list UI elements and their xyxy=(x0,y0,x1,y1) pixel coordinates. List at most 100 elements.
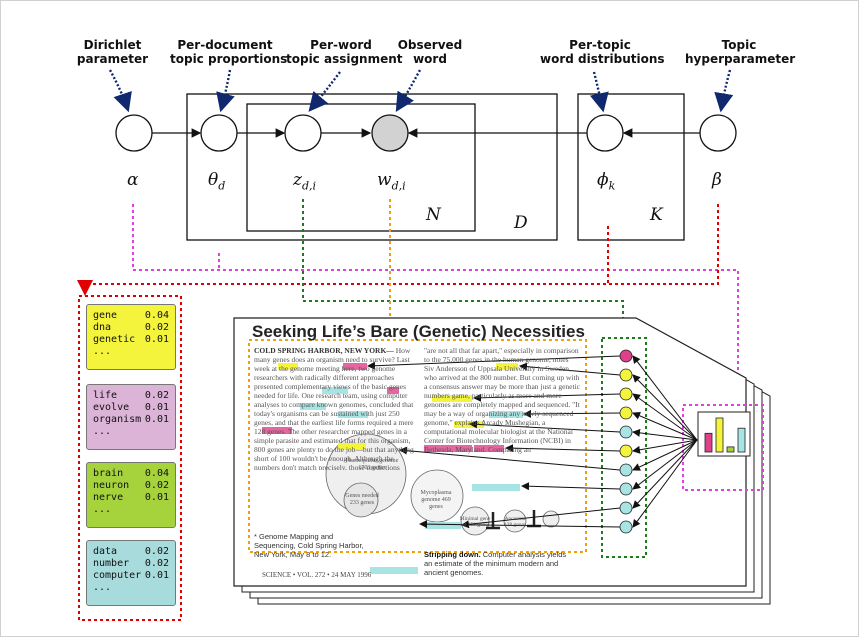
topic-proportion-bar xyxy=(727,447,734,452)
w-sub: d,i xyxy=(392,179,406,192)
topic-assignment-dot xyxy=(620,521,632,533)
paper-column-1: COLD SPRING HARBOR, NEW YORK— How many g… xyxy=(254,346,414,470)
topic-card: data0.02number0.02computer0.01... xyxy=(86,540,176,606)
topic-card: gene 0.04 dna 0.02 genetic 0.01... xyxy=(86,304,176,370)
topic-word-probability: 0.01 xyxy=(145,492,169,504)
symbol-phi: ϕk xyxy=(597,170,615,192)
topic-word-row: neuron 0.02 xyxy=(93,480,169,492)
red-connector xyxy=(85,204,718,294)
phi-letter: ϕ xyxy=(597,170,609,190)
paper-figure-label-4: Minimal gene set 250 genes xyxy=(458,516,492,528)
symbol-beta: β xyxy=(712,170,722,190)
topic-word-probability: 0.02 xyxy=(145,558,169,570)
label-per-word: Per-word topic assignment xyxy=(286,38,396,66)
topic-proportion-bar xyxy=(716,418,723,452)
label-topic-hyperparameter: Topic hyperparameter xyxy=(685,38,793,66)
topic-word: evolve xyxy=(93,402,129,414)
topic-proportion-bar xyxy=(705,433,712,452)
paper-figure-label-2: Genes needed 233 genes xyxy=(342,493,382,507)
topic-word: ... xyxy=(93,504,111,516)
paper-title: Seeking Life’s Bare (Genetic) Necessitie… xyxy=(252,322,585,342)
plate-d xyxy=(187,94,557,240)
w-letter: w xyxy=(377,170,392,190)
topic-word-row: ... xyxy=(93,504,169,516)
paper-footer: SCIENCE • VOL. 272 • 24 MAY 1996 xyxy=(262,571,371,579)
paper-column-2: "are not all that far apart," especially… xyxy=(424,346,580,476)
topic-word-probability: 0.01 xyxy=(145,402,169,414)
topic-word-row: evolve 0.01 xyxy=(93,402,169,414)
topic-word-probability: 0.01 xyxy=(145,570,169,582)
topic-word-row: brain 0.04 xyxy=(93,468,169,480)
topic-proportion-bar xyxy=(738,428,745,452)
arrow-dirichlet xyxy=(110,70,128,110)
topic-assignment-dot xyxy=(620,445,632,457)
topic-word: ... xyxy=(93,346,111,358)
symbol-theta: θd xyxy=(208,170,225,192)
theta-sub: d xyxy=(218,179,225,192)
topic-word-row: ... xyxy=(93,346,169,358)
topic-word-probability: 0.02 xyxy=(145,480,169,492)
topic-word-probability: 0.01 xyxy=(145,334,169,346)
topic-assignment-dot xyxy=(620,483,632,495)
topic-assignment-dot xyxy=(620,388,632,400)
topic-word-probability: 0.02 xyxy=(145,322,169,334)
node-w-observed xyxy=(372,115,408,151)
plate-label-k: K xyxy=(650,205,663,225)
plate-label-n: N xyxy=(426,205,441,225)
z-sub: d,i xyxy=(302,179,316,192)
topic-word-probability: 0.01 xyxy=(145,414,169,426)
topic-word: neuron xyxy=(93,480,129,492)
topic-assignment-dot xyxy=(620,407,632,419)
phi-sub: k xyxy=(609,179,616,192)
topic-assignment-dot xyxy=(620,502,632,514)
symbol-w: wd,i xyxy=(377,170,406,192)
paper-col1-text: How many genes does an organism need to … xyxy=(254,346,414,470)
plate-label-d: D xyxy=(514,213,528,233)
topic-word-row: ... xyxy=(93,426,169,438)
topic-word: ... xyxy=(93,426,111,438)
topic-word: life xyxy=(93,390,117,402)
arrow-hyper xyxy=(721,70,730,110)
paper-caption-bold: Stripping down. xyxy=(424,550,481,559)
topic-word-row: gene 0.04 xyxy=(93,310,169,322)
label-observed-word: Observed word xyxy=(385,38,475,66)
topic-word-probability: 0.04 xyxy=(145,468,169,480)
node-phi xyxy=(587,115,623,151)
theta-letter: θ xyxy=(208,170,218,190)
topic-card: life 0.02 evolve 0.01organism0.01... xyxy=(86,384,176,450)
node-alpha xyxy=(116,115,152,151)
label-per-topic: Per-topic word distributions xyxy=(540,38,660,66)
topic-word-probability: 0.04 xyxy=(145,310,169,322)
paper-caption: Stripping down. Computer analysis yields… xyxy=(424,550,574,577)
z-letter: z xyxy=(293,170,302,190)
topic-word-probability: 0.02 xyxy=(145,390,169,402)
label-per-document: Per-document topic proportions xyxy=(170,38,280,66)
topic-word-row: dna 0.02 xyxy=(93,322,169,334)
node-theta xyxy=(201,115,237,151)
topic-word-row: nerve 0.01 xyxy=(93,492,169,504)
topic-word-row: ... xyxy=(93,582,169,594)
node-beta xyxy=(700,115,736,151)
symbol-z: zd,i xyxy=(293,170,316,192)
topic-assignment-dot xyxy=(620,426,632,438)
symbol-alpha: α xyxy=(127,170,138,190)
topic-word: ... xyxy=(93,582,111,594)
topic-assignment-dot xyxy=(620,369,632,381)
topic-word: brain xyxy=(93,468,123,480)
topic-word-row: number 0.02 xyxy=(93,558,169,570)
topic-word: number xyxy=(93,558,129,570)
paper-figure-label-3: Mycoplasma genome 469 genes xyxy=(414,490,458,511)
topic-word: dna xyxy=(93,322,111,334)
node-z xyxy=(285,115,321,151)
topic-word-row: life 0.02 xyxy=(93,390,169,402)
topic-word-probability: 0.02 xyxy=(145,546,169,558)
topic-word: genetic xyxy=(93,334,135,346)
topic-word: data xyxy=(93,546,117,558)
topic-word: nerve xyxy=(93,492,123,504)
green-connector xyxy=(303,199,623,336)
paper-col1-lead: COLD SPRING HARBOR, NEW YORK— xyxy=(254,346,394,355)
topic-word-row: data 0.02 xyxy=(93,546,169,558)
topic-word: gene xyxy=(93,310,117,322)
